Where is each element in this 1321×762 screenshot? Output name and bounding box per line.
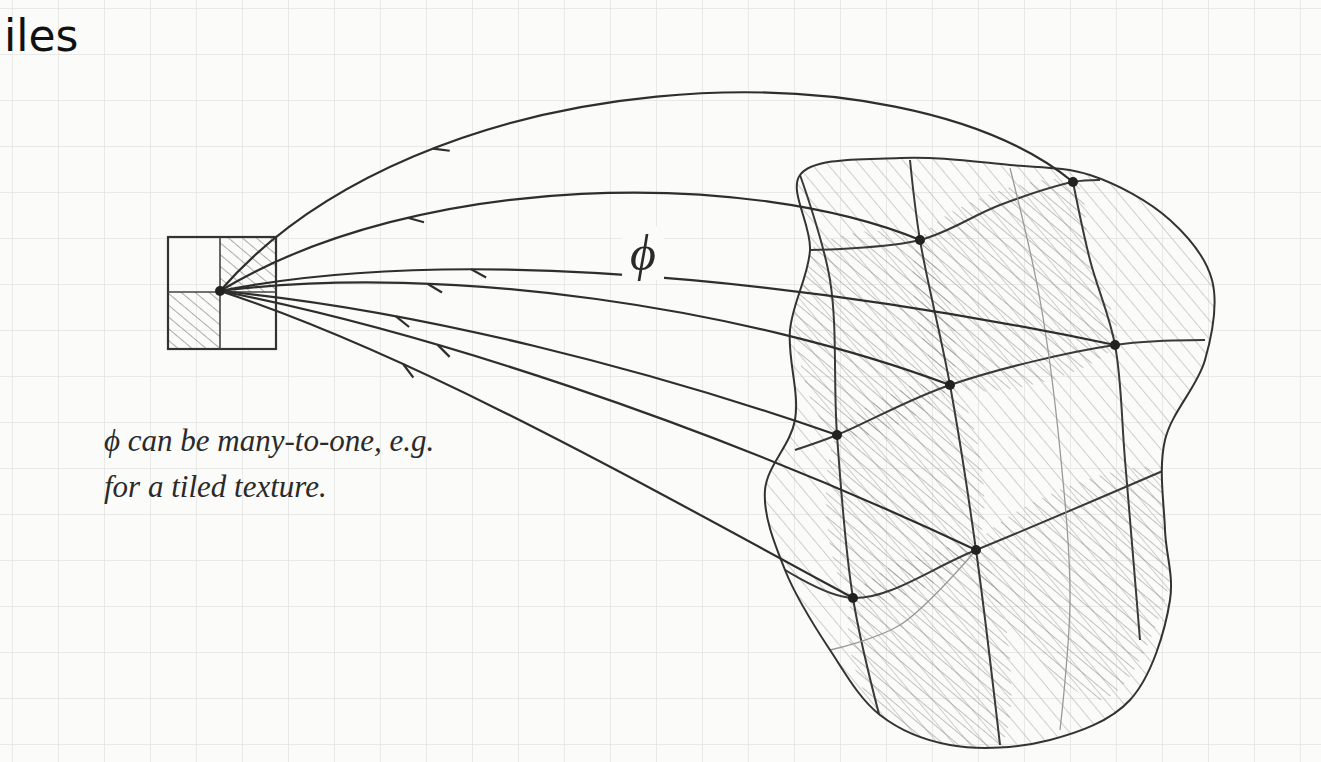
arrowhead	[438, 345, 450, 357]
surface-gridline	[800, 175, 880, 718]
slide-title: iles	[4, 10, 78, 62]
mapping-curve	[220, 92, 1073, 291]
mapping-curve	[220, 291, 837, 435]
surface-gridline	[1073, 182, 1140, 640]
texture-square	[168, 237, 276, 349]
map-symbol: ϕ	[622, 226, 664, 280]
surface-gridline	[770, 470, 1165, 598]
arrowhead	[403, 364, 413, 378]
surface-point	[1068, 177, 1078, 187]
surface-outline	[765, 158, 1215, 748]
surface-point	[832, 430, 842, 440]
mapping-curve	[220, 291, 976, 550]
surface-point	[848, 593, 858, 603]
surface-point	[945, 380, 955, 390]
arrowhead	[471, 269, 486, 277]
texture-outline	[168, 237, 276, 349]
surface-hatching	[848, 546, 1012, 751]
surface-point	[971, 545, 981, 555]
surface-point	[915, 235, 925, 245]
mapping-arrows	[220, 92, 1120, 603]
surface-gridline	[795, 340, 1205, 450]
arrowhead	[427, 284, 442, 293]
surface-point	[1110, 340, 1120, 350]
arrowhead	[396, 316, 409, 327]
surface-gridline	[910, 160, 1000, 745]
note: ϕ can be many-to-one, e.g. for a tiled t…	[104, 418, 464, 510]
hatched-quadrant	[168, 292, 220, 349]
surface-hatching	[765, 158, 1215, 748]
surface-sketch	[765, 158, 1215, 751]
target-point	[215, 286, 225, 296]
surface-gridline	[810, 180, 1100, 250]
arrowhead	[408, 218, 424, 222]
surface-hatching	[794, 231, 956, 437]
arrowhead	[433, 149, 450, 151]
mapping-curve	[220, 282, 950, 385]
mapping-curve	[220, 269, 1115, 345]
surface-gridline	[830, 550, 976, 650]
surface-gridline	[1010, 168, 1070, 730]
